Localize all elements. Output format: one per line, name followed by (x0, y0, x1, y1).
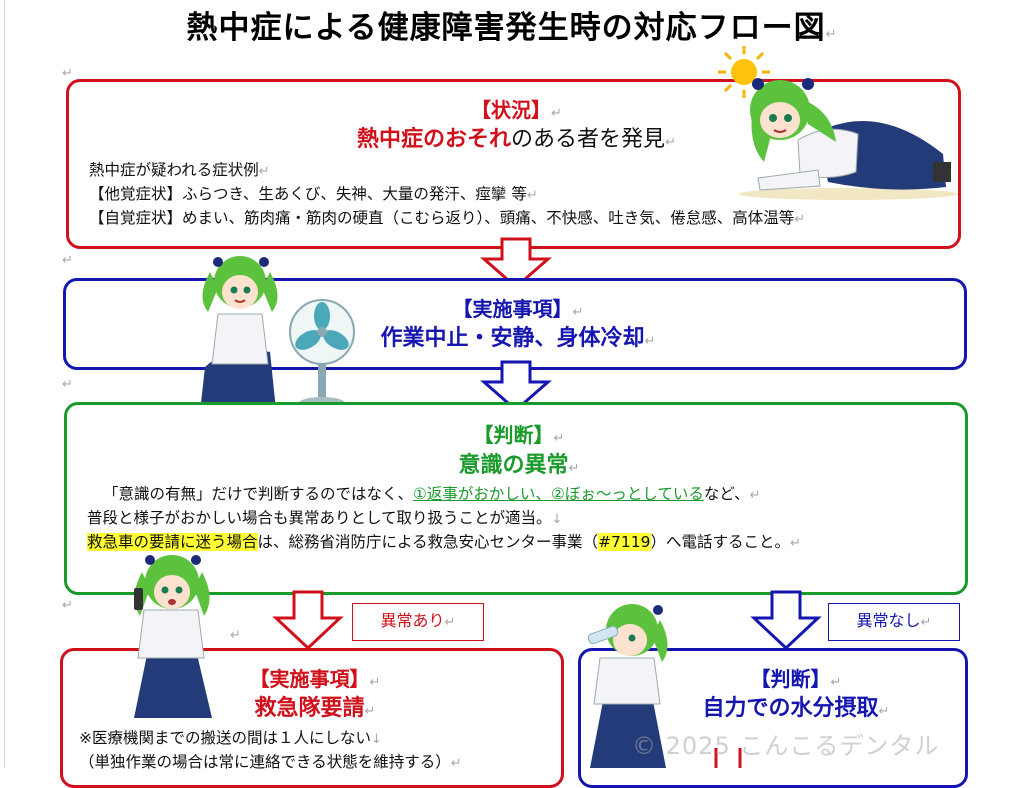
action1-heading: 【実施事項】↵ (452, 297, 584, 321)
judgment-line: 救急車の要請に迷う場合は、総務省消防庁による救急安心センター事業（#7119）へ… (87, 533, 801, 551)
girl-drinking-water-illustration (587, 604, 668, 768)
judgment-box: 【判断】↵ 意識の異常↵ 「意識の有無」だけで判断するのではなく、①返事がおかし… (64, 402, 968, 595)
symptom-list: 熱中症が疑われる症状例↵ 【他覚症状】ふらつき、生あくび、失神、大量の発汗、痙攣… (89, 159, 805, 231)
down-arrow-icon (480, 237, 552, 289)
paragraph-mark-icon: ↵ (62, 66, 73, 81)
judgment-text: 「意識の有無」だけで判断するのではなく、①返事がおかしい、②ぼぉ～っとしているな… (87, 483, 801, 555)
branch-yes-label: 異常あり↵ (352, 603, 484, 641)
action2-note-line: （単独作業の場合は常に連絡できる状態を維持する）↵ (79, 753, 462, 771)
situation-main: 熱中症のおそれのある者を発見↵ (357, 127, 676, 152)
down-arrow-icon (714, 748, 742, 768)
symptom-line: 【自覚症状】めまい、筋肉痛・筋肉の硬直（こむら返り）、頭痛、不快感、吐き気、倦怠… (89, 209, 806, 227)
action2-note-line: ※医療機関までの搬送の間は１人にしない↓ (79, 729, 382, 747)
paragraph-mark-icon: ↵ (62, 598, 73, 613)
paragraph-mark-icon: ↵ (62, 377, 73, 392)
action2-heading: 【実施事項】↵ (249, 667, 381, 691)
girl-on-phone-illustration (134, 555, 212, 718)
seated-girl-with-fan-illustration (200, 256, 355, 412)
action1-main: 作業中止・安静、身体冷却↵ (380, 326, 656, 351)
situation-heading: 【状況】↵ (471, 98, 562, 122)
down-arrow-icon (480, 360, 552, 412)
sun-icon (718, 46, 770, 98)
judgment-main: 意識の異常↵ (458, 453, 580, 478)
judgment2-main: 自力での水分摂取↵ (702, 696, 890, 721)
page-title: 熱中症による健康障害発生時の対応フロー図↵ (186, 10, 838, 46)
judgment-line: 「意識の有無」だけで判断するのではなく、①返事がおかしい、②ぼぉ～っとしているな… (103, 485, 761, 503)
branch-no-label: 異常なし↵ (828, 603, 960, 641)
action2-notes: ※医療機関までの搬送の間は１人にしない↓ （単独作業の場合は常に連絡できる状態を… (79, 727, 462, 775)
symptom-line: 熱中症が疑われる症状例↵ (89, 161, 270, 179)
electric-fan-icon (289, 299, 355, 411)
judgment2-heading: 【判断】↵ (750, 667, 842, 691)
crawling-girl-illustration (738, 78, 958, 200)
judgment-line: 普段と様子がおかしい場合も異常ありとして取り扱うことが適当。↓ (87, 509, 563, 527)
down-arrow-icon (272, 590, 344, 650)
judgment-heading: 【判断】↵ (473, 423, 565, 447)
down-arrow-icon (750, 590, 822, 650)
symptom-line: 【他覚症状】ふらつき、生あくび、失神、大量の発汗、痙攣 等↵ (89, 185, 538, 203)
paragraph-mark-icon: ↵ (230, 628, 241, 643)
action2-main: 救急隊要請↵ (254, 696, 376, 721)
watermark: © 2025 こんこるデンタル (632, 732, 940, 760)
document-left-edge (4, 0, 5, 768)
paragraph-mark-icon: ↵ (62, 253, 73, 268)
